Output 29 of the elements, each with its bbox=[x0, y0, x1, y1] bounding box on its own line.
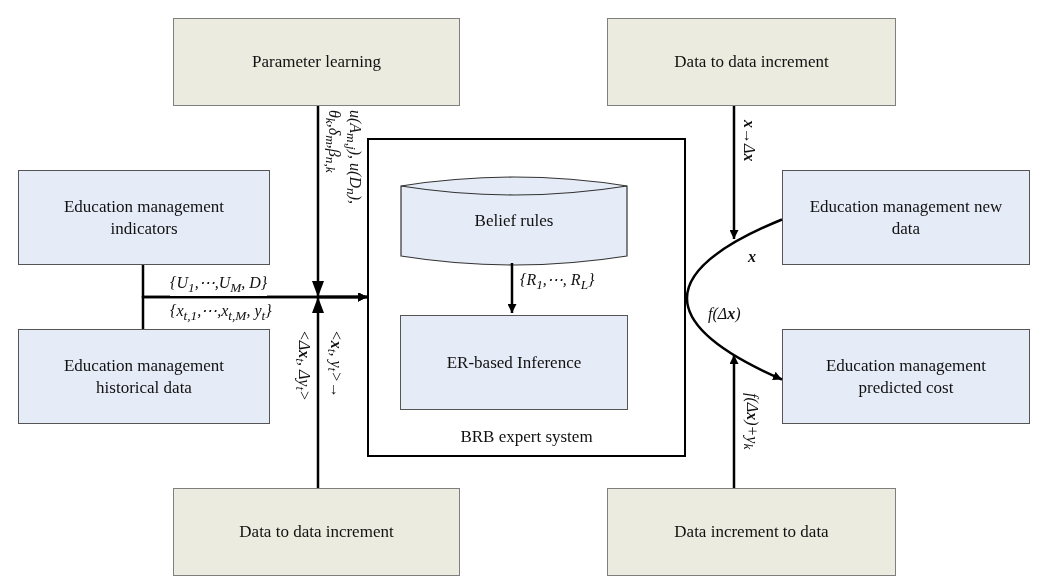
process-box bbox=[18, 170, 270, 265]
node-label: ER-based Inference bbox=[446, 351, 582, 374]
edge-label: {U$_{1}$,⋯,U$_{M}$, D} bbox=[170, 274, 268, 296]
node-label: Parameter learning bbox=[252, 51, 381, 73]
edge-label: f(Δx) bbox=[708, 305, 741, 323]
arrow bbox=[729, 106, 739, 239]
node-label: Data to data increment bbox=[674, 51, 829, 73]
arrow bbox=[685, 218, 783, 381]
node-label: Data to data increment bbox=[239, 521, 394, 543]
process-box bbox=[400, 315, 628, 410]
node-label: Belief rules bbox=[474, 209, 554, 232]
node-label: Education management predicted cost bbox=[825, 355, 987, 398]
process-box bbox=[18, 329, 270, 424]
process-box bbox=[782, 170, 1030, 265]
system-frame bbox=[367, 138, 686, 457]
process-box bbox=[173, 18, 460, 106]
node-label: Education management indicators bbox=[63, 196, 225, 239]
edge-label: {x$_{t,1}$,⋯,x$_{t,M}$, y$_{t}$} bbox=[170, 302, 272, 324]
process-box bbox=[782, 329, 1030, 424]
process-box bbox=[173, 488, 460, 576]
arrow bbox=[312, 292, 367, 488]
node-label: Data increment to data bbox=[674, 521, 829, 543]
node-label: Education management historical data bbox=[63, 355, 225, 398]
arrow bbox=[507, 263, 517, 313]
process-box bbox=[607, 18, 896, 106]
system-label: BRB expert system bbox=[459, 425, 594, 447]
node-label: Education management new data bbox=[808, 196, 1004, 239]
process-box bbox=[607, 488, 896, 576]
arrow bbox=[729, 355, 739, 488]
